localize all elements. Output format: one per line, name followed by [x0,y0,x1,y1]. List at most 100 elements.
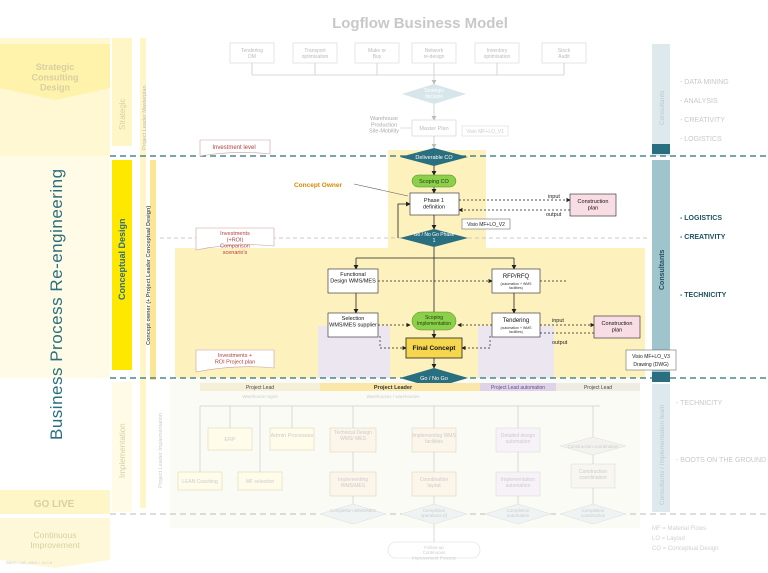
erp-text: ERP [224,437,236,443]
lean-coaching-box [177,471,223,491]
final-concept-text: Final Concept [413,345,457,352]
project-lead-right-bar [556,383,640,391]
investment-level-note [199,139,271,157]
go-nogo-phase1-diamond [400,229,468,247]
strategic-decision-diamond [402,84,466,104]
leader-masterplan-vertical: Project Leader Masterplan [142,85,148,150]
visio-v2-box [461,218,511,230]
project-lead-automation-bar [480,383,556,391]
conceptual-vertical-label: Conceptual Design [117,218,127,300]
strategic-chevron [0,44,110,100]
construction-plan-box-2 [593,315,641,339]
right-label-data-mining: - DATA MINING [680,79,729,86]
mf-selection-box [237,471,283,491]
tendering-box [491,312,541,338]
drawing-dwg-text: Drawing (DWG) [633,362,669,368]
implementation-vertical-label: Implementation [118,423,127,478]
investments-roi-note [195,227,275,251]
right-labels-mid: - LOGISTICS - CREATIVITY - TECHNICITY [680,215,727,299]
right-label-analysis: - ANALYSIS [680,98,718,105]
right-label-creativity-mid: - CREATIVITY [680,234,726,241]
yellow-band-impl [112,382,132,512]
legend-co: CO = Conceptual Design [652,546,719,552]
scoping-co-text: Scoping CO [419,179,449,185]
project-lead-sub-center: Warehouses / warehouses [366,394,420,399]
lean-coaching-text: LEAN Coaching [182,479,218,485]
implementing-wms-mes-box [329,471,377,497]
project-lead-left: Project Lead [246,385,274,391]
right-labels-top: - DATA MINING - ANALYSIS - CREATIVITY - … [680,79,729,143]
project-lead-sub-left: Warehouse mgmt [242,394,278,399]
concept-owner-label: Concept Owner [294,182,343,189]
leader-impl-vertical: Project Leader Implementation [158,413,164,488]
follow-up-pill [387,541,481,559]
selection-wms-box [327,312,379,338]
concept-owner-role-vertical: Concept owner (+ Project Leader Conceptu… [146,206,152,345]
consultants-top-vertical: Consultants [659,90,666,125]
deliverable-co-diamond [400,148,468,166]
input-label-2: input [552,318,564,324]
continuous-chevron [0,518,110,568]
thin-bar-2 [150,160,156,380]
thin-bar-1 [140,38,146,508]
go-nogo-text: Go / No Go [420,376,448,382]
construction-coordination-top-diamond [559,436,627,456]
completion-construction-diamond [559,503,627,525]
consultant-bar-bottom [652,384,670,512]
right-label-logistics-mid: - LOGISTICS [680,215,722,222]
project-lead-right: Project Lead [584,385,612,391]
final-concept-box [405,337,463,359]
page-title: Logflow Business Model [332,15,508,32]
implementation-automation-box [495,471,541,497]
investment-level-text: Investment level [212,145,255,151]
right-label-creativity: - CREATIVITY [680,117,725,124]
bpr-vertical-label: Business Process Re-engineering [47,168,66,440]
construction-plan-box-1 [569,193,617,217]
consultants-mid-vertical: Consultants [659,249,666,290]
coordination-layout-box [411,471,457,497]
right-label-technicity-bottom: - TECHNICITY [676,400,722,407]
visio-v2-text: Visio MF+LO_V2 [467,222,505,228]
right-label-logistics: - LOGISTICS [680,136,722,143]
legend-lo: LO = Layout [652,536,685,542]
project-leader-center-bar [320,383,480,391]
completion-1-diamond [400,503,468,525]
detailed-design-box [495,427,541,453]
right-label-boots: - BOOTS ON THE GROUND [676,457,766,464]
construction-coordination-box [570,463,616,489]
visio-v3-box [625,349,677,371]
consultant-bar-top [652,44,670,156]
completion-automation-diamond [484,503,552,525]
strategic-vertical-label: Strategic [118,98,127,130]
rfp-rfq-text: RFP/RFQ [503,274,530,280]
legend-mf: MF = Material Flows [652,526,706,532]
technical-design-box [329,427,377,453]
implementation-connectors [199,405,600,542]
implementation-area [170,378,640,528]
right-label-technicity-mid: - TECHNICITY [680,292,727,299]
scoping-impl-pill [411,311,457,331]
strategic-connectors [251,63,565,149]
functional-design-box [327,268,379,294]
